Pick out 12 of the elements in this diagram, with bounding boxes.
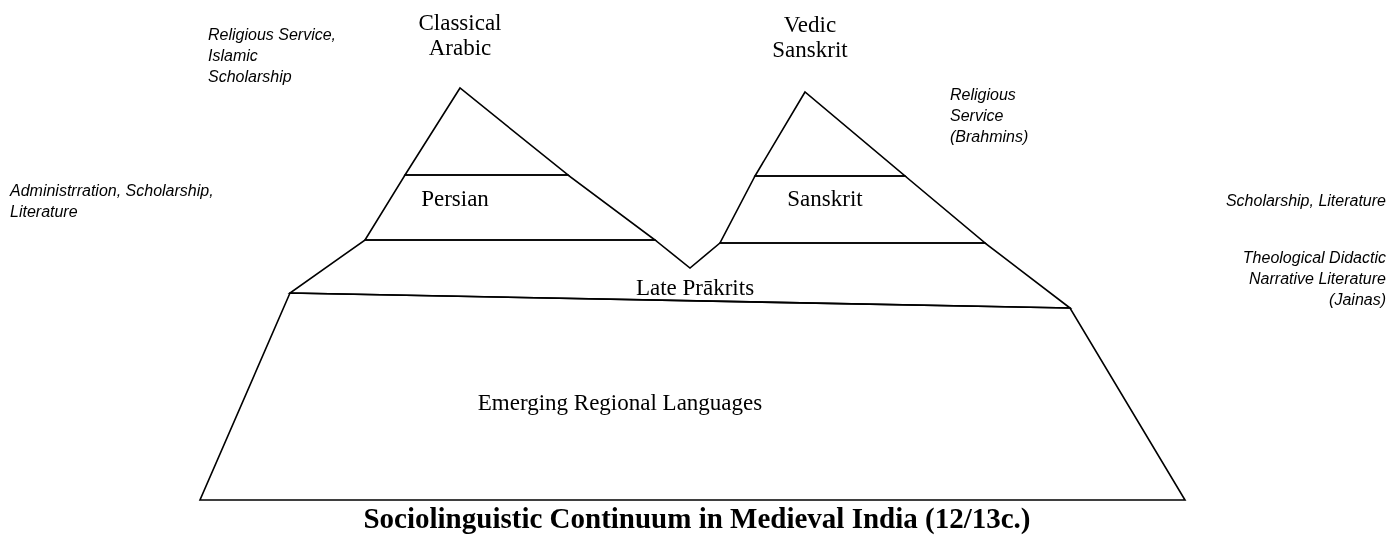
- language-label: Classical Arabic: [417, 10, 503, 60]
- language-label: Emerging Regional Languages: [476, 390, 764, 415]
- language-label: Vedic Sanskrit: [771, 12, 849, 62]
- usage-note: Religious Service, Islamic Scholarship: [208, 25, 338, 87]
- usage-note: Religious Service (Brahmins): [950, 85, 1030, 147]
- language-label: Persian: [420, 186, 490, 211]
- usage-note: Theological Didactic Narrative Literature (Jainas): [1241, 248, 1386, 310]
- usage-note: Administrration, Scholarship, Literature: [10, 181, 215, 222]
- usage-note: Scholarship, Literature: [1224, 191, 1386, 211]
- diagram-title: Sociolinguistic Continuum in Medieval India (12/13c.): [362, 501, 1032, 536]
- language-label: Late Prākrits: [634, 275, 756, 300]
- language-label: Sanskrit: [786, 186, 864, 211]
